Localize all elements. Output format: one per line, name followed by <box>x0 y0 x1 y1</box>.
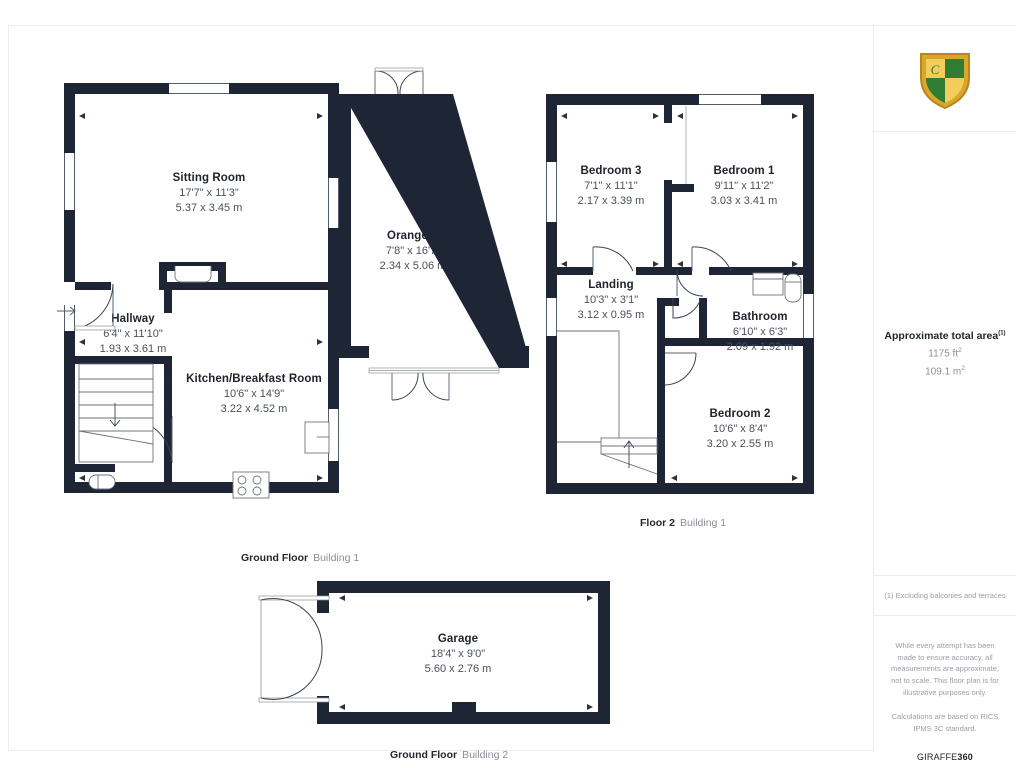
window-sitting-room-east <box>328 178 339 228</box>
total-area-sqft: 1175 ft2 <box>928 347 962 360</box>
room-label-orangery: Orangery 7'8" x 16'7" 2.34 x 5.06 m <box>379 230 447 272</box>
wall-bed1-bottom-left <box>672 267 692 275</box>
wall-internal-cupboard-right <box>218 262 226 290</box>
total-area-footnote-marker: (1) <box>998 330 1006 337</box>
total-area-sqm: 109.1 m2 <box>925 364 965 377</box>
brand-logo-text: GIRAFFE360 <box>916 752 974 763</box>
wall-orangery-south-left <box>339 346 369 358</box>
window-bedroom3-west <box>546 162 557 222</box>
total-area-title: Approximate total area(1) <box>884 330 1006 343</box>
wall-bathroom-west <box>699 298 707 346</box>
disclaimer-section: While every attempt has been made to ens… <box>874 616 1016 762</box>
window-kitchen-east <box>328 409 339 461</box>
room-label-bedroom-1: Bedroom 1 9'11" x 11'2" 3.03 x 3.41 m <box>710 165 778 207</box>
heraldic-shield-logo-icon: C S <box>920 52 970 109</box>
wall-floor2-left-mid <box>546 222 557 298</box>
wall-bed1-bottom-right <box>709 267 804 275</box>
logo-section: C S <box>874 26 1016 132</box>
wall-right-kitchen-upper <box>328 348 339 409</box>
wall-orangery-south-right <box>499 346 529 368</box>
total-area-section: Approximate total area(1) 1175 ft2 109.1… <box>874 132 1016 576</box>
garage-interior-fill <box>317 592 602 712</box>
wall-bed2-west <box>657 346 665 483</box>
wall-garage-left-upper <box>317 581 329 613</box>
info-sidebar: C S Approximate total area(1) 1175 ft2 1… <box>873 26 1016 762</box>
wall-internal-sitting-bottom <box>159 282 328 290</box>
wall-internal-wc <box>75 464 115 472</box>
wall-orangery-north-left <box>339 94 375 106</box>
wall-floor2-left-upper <box>546 94 557 162</box>
window-sitting-room-north <box>169 83 229 94</box>
wall-left-lower <box>64 331 75 493</box>
wall-right-kitchen-lower <box>328 461 339 493</box>
plan-canvas: Sitting Room 17'7" x 11'3" 5.37 x 3.45 m… <box>9 26 873 761</box>
wall-bathroom-stub <box>657 298 679 306</box>
window-bedroom1-north <box>699 94 761 105</box>
wall-internal-hall-left <box>75 282 111 290</box>
room-label-bathroom: Bathroom 6'10" x 6'3" 2.09 x 1.92 m <box>726 311 794 353</box>
wall-garage-top <box>317 581 610 593</box>
wall-internal-cupboard-top <box>159 262 226 271</box>
wall-bed3-bottom-right <box>636 267 672 275</box>
wall-bed3-bed1-lower <box>664 200 672 270</box>
window-sitting-room-west <box>64 153 75 210</box>
footnote-text: (1) Excluding balconies and terraces <box>884 591 1006 600</box>
wall-floor2-left-lower <box>546 336 557 494</box>
wall-floor2-top <box>546 94 814 105</box>
wall-bed1-cupboard <box>664 184 694 192</box>
wall-internal-stair-top <box>75 356 164 364</box>
wall-orangery-west <box>339 94 351 354</box>
plan-sheet: Sitting Room 17'7" x 11'3" 5.37 x 3.45 m… <box>8 25 1016 762</box>
wall-right-sitting-lower <box>328 228 339 348</box>
room-label-bedroom-3: Bedroom 3 7'1" x 11'1" 2.17 x 3.39 m <box>577 165 645 207</box>
wall-left-upper <box>64 83 75 153</box>
wall-floor2-bottom <box>546 483 814 494</box>
room-label-landing: Landing 10'3" x 3'1" 3.12 x 0.95 m <box>577 279 645 321</box>
disclaimer-standard: Calculations are based on RICS IPMS 3C s… <box>891 712 999 733</box>
wall-garage-bottom-stub <box>452 702 476 712</box>
wall-internal-hall-stub <box>164 290 172 313</box>
room-label-kitchen-breakfast-room: Kitchen/Breakfast Room 10'6" x 14'9" 3.2… <box>186 373 322 415</box>
disclaimer-accuracy: While every attempt has been made to ens… <box>891 641 999 697</box>
window-landing-west <box>546 298 557 336</box>
wall-garage-right <box>598 581 610 724</box>
room-label-sitting-room: Sitting Room 17'7" x 11'3" 5.37 x 3.45 m <box>172 172 246 214</box>
wall-floor2-right-upper <box>803 94 814 294</box>
wall-left-mid <box>64 210 75 282</box>
wall-orangery-north-right <box>423 94 453 106</box>
wall-bottom-ground <box>64 482 339 493</box>
window-bathroom-east <box>803 294 814 338</box>
wall-right-sitting-upper <box>328 83 339 178</box>
wall-internal-cupboard-left <box>159 262 167 290</box>
svg-text:C: C <box>931 62 940 77</box>
wall-floor2-right-lower <box>803 338 814 494</box>
footnote-section: (1) Excluding balconies and terraces <box>874 576 1016 616</box>
wall-bed3-bed1-top <box>664 105 672 123</box>
wall-garage-bottom <box>317 712 610 724</box>
room-label-hallway: Hallway 6'4" x 11'10" 1.93 x 3.61 m <box>99 313 167 355</box>
room-label-garage: Garage 18'4" x 9'0" 5.60 x 2.76 m <box>424 633 492 675</box>
front-door-opening <box>64 305 75 331</box>
wall-landing-bathroom-vert <box>657 298 665 346</box>
wall-bathroom-bottom <box>657 338 804 346</box>
room-label-bedroom-2: Bedroom 2 10'6" x 8'4" 3.20 x 2.55 m <box>706 408 774 450</box>
svg-text:S: S <box>952 83 959 98</box>
wall-bed3-bottom-left <box>557 267 593 275</box>
wall-internal-hall-kitchen <box>164 356 172 486</box>
